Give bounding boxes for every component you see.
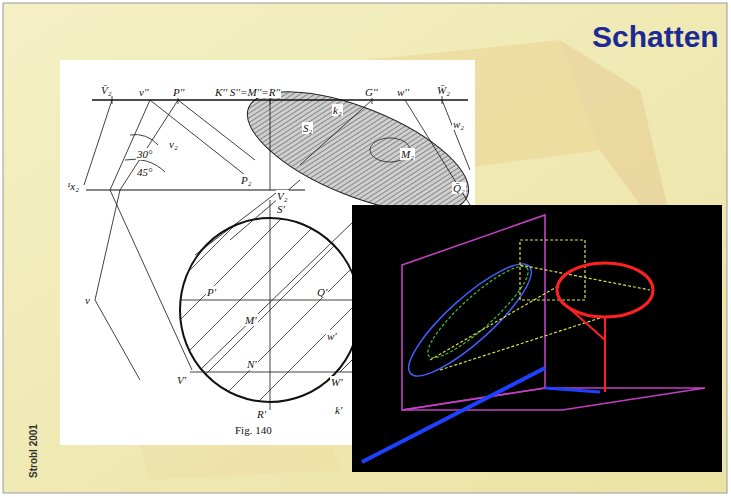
axis-label: ¹x₂: [66, 180, 80, 192]
point-label: k₂: [332, 104, 343, 116]
point-label: V': [176, 374, 187, 386]
point-label: V₂: [276, 190, 289, 202]
point-label: G'': [364, 86, 379, 98]
slide-title: Schatten: [592, 20, 719, 54]
point-label: P₂: [240, 174, 253, 186]
curve-label: k': [334, 404, 343, 416]
point-label: M₂: [400, 148, 415, 160]
point-label: K'' S''=M''=R'': [214, 86, 281, 98]
point-label: v'': [138, 86, 150, 98]
angle-label: 30°: [136, 148, 153, 160]
point-label: Q̄₂: [452, 182, 466, 194]
point-label: S₂: [302, 122, 313, 134]
line-label: v: [84, 294, 91, 306]
point-label: S': [276, 203, 286, 215]
line-label: w': [326, 330, 338, 342]
figure-number: Fig. 140: [235, 424, 272, 436]
point-label: W̄₂: [436, 84, 451, 96]
angle-label: 45°: [136, 166, 153, 178]
point-label: N': [246, 358, 258, 370]
point-label: Q': [316, 286, 328, 298]
author-note: Strobl 2001: [28, 424, 40, 478]
point-label: P'': [172, 86, 185, 98]
point-label: M': [244, 314, 258, 326]
point-label: W': [330, 376, 344, 388]
line-label: v₂: [168, 138, 179, 150]
point-label: P': [206, 286, 217, 298]
point-label: R': [256, 408, 267, 420]
point-label: w₂: [452, 118, 465, 130]
point-label: w'': [396, 86, 410, 98]
point-label: V̄₂: [100, 84, 113, 96]
